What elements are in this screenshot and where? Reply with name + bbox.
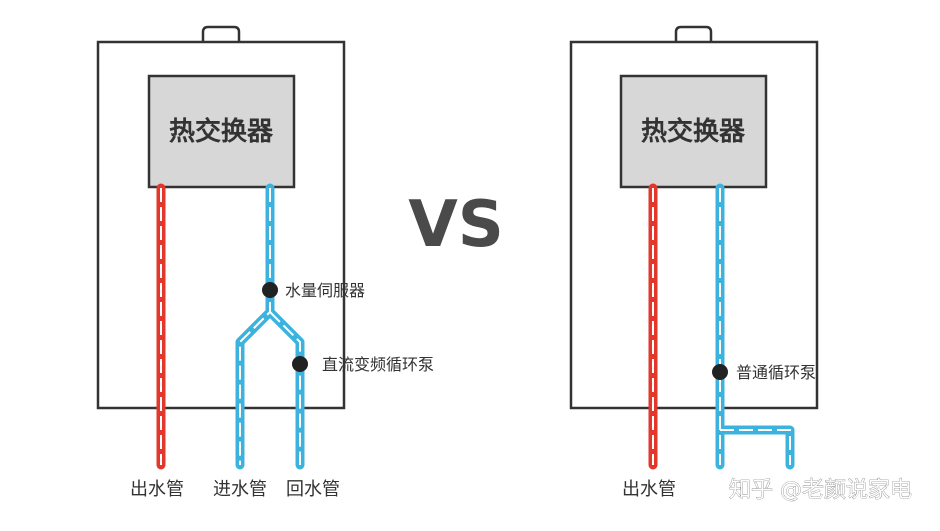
right-cold-pipe-network (715, 183, 795, 470)
servo-valve-dot (262, 282, 278, 298)
left-cold-pipe-network (235, 183, 305, 470)
dc-pump-label: 直流变频循环泵 (322, 355, 434, 374)
regular-pump-dot (712, 364, 728, 380)
regular-pump-label: 普通循环泵 (736, 363, 816, 382)
return-pipe-label: 回水管 (286, 479, 340, 500)
right-heat-exchanger-label: 热交换器 (641, 116, 746, 147)
left-outlet-pipe-label: 出水管 (130, 479, 184, 500)
right-heater: 热交换器 普通循环泵 出水管 (569, 25, 819, 500)
right-heater-top-handle (674, 25, 713, 42)
watermark: 知乎 @老颜说家电 (729, 478, 912, 503)
left-heat-exchanger-box (147, 74, 296, 189)
vs-label: VS (408, 188, 504, 262)
inlet-pipe-label: 进水管 (213, 479, 267, 500)
left-heater-top-handle (201, 25, 241, 42)
servo-label: 水量伺服器 (285, 281, 365, 300)
left-heat-exchanger-label: 热交换器 (169, 116, 274, 147)
left-heater: 热交换器 水量伺服器 直流变频循环泵 出水管 进水管 回水管 (96, 25, 434, 500)
dc-pump-dot (292, 356, 308, 372)
right-heat-exchanger-box (619, 74, 768, 189)
right-outlet-pipe-label: 出水管 (622, 479, 676, 500)
